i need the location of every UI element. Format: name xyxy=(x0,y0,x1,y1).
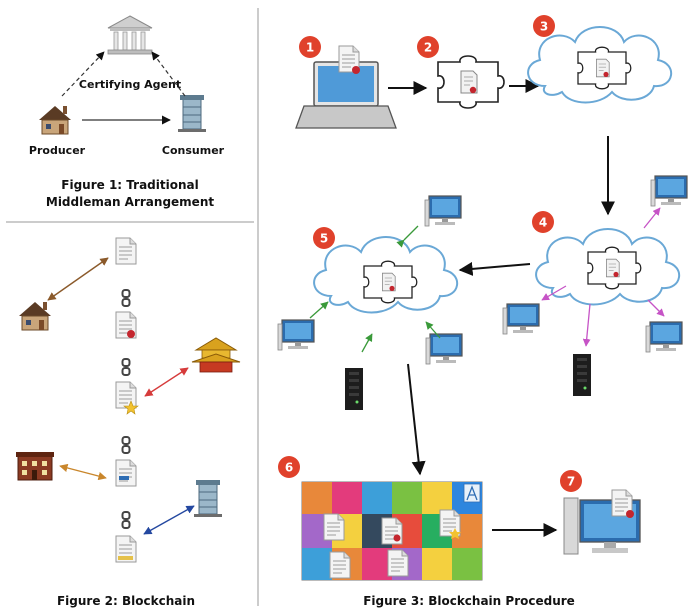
green-arrow xyxy=(396,225,419,248)
figure2-caption: Figure 2: Blockchain xyxy=(57,594,195,608)
desktop-computer-icon xyxy=(277,319,315,351)
document-icon xyxy=(115,459,137,487)
certifying-agent-label: Certifying Agent xyxy=(79,78,181,91)
chain-link-icon xyxy=(121,358,131,376)
office-building-icon xyxy=(193,479,223,518)
server-icon xyxy=(573,354,591,396)
magenta-arrow xyxy=(582,303,591,347)
figure1-traditional: Certifying Agent Producer Consumer Figur… xyxy=(29,15,225,209)
puzzle-icon xyxy=(587,246,642,290)
brown-arrow xyxy=(47,257,109,301)
puzzle-mosaic-icon xyxy=(301,481,483,581)
desktop-computer-icon xyxy=(563,489,641,555)
green-arrow xyxy=(361,333,373,353)
step-badge-6: 6 xyxy=(278,456,300,478)
magenta-arrow xyxy=(643,207,661,229)
consumer-building-icon xyxy=(177,94,207,133)
step-badge-4: 4 xyxy=(532,211,554,233)
producer-to-agent-arrow xyxy=(61,51,105,97)
svg-text:5: 5 xyxy=(320,232,328,246)
producer-house-icon xyxy=(38,105,72,135)
svg-text:4: 4 xyxy=(539,216,547,230)
svg-text:2: 2 xyxy=(424,41,432,55)
figure2-blockchain: Figure 2: Blockchain xyxy=(16,237,241,608)
svg-text:3: 3 xyxy=(540,20,548,34)
chain-link-icon xyxy=(121,511,131,529)
svg-text:1: 1 xyxy=(306,41,314,55)
step-badge-7: 7 xyxy=(560,470,582,492)
document-icon xyxy=(115,311,137,339)
producer-label: Producer xyxy=(29,144,86,157)
step4-to-step5-arrow xyxy=(458,261,531,276)
consumer-to-agent-arrow xyxy=(151,51,186,97)
svg-text:6: 6 xyxy=(285,461,293,475)
figure3-procedure: 1 2 3 4 5 6 7 Figure 3: Blockchain Proce… xyxy=(277,15,688,608)
desktop-computer-icon xyxy=(502,303,540,335)
step-badge-3: 3 xyxy=(533,15,555,37)
document-icon xyxy=(115,381,139,415)
puzzle-icon xyxy=(437,55,505,109)
orange-arrow xyxy=(59,463,107,481)
magenta-arrow xyxy=(541,285,567,301)
blue-arrow xyxy=(143,505,195,535)
green-arrow xyxy=(425,321,441,339)
step-badge-5: 5 xyxy=(313,227,335,249)
puzzle-icon xyxy=(577,46,632,90)
consumer-label: Consumer xyxy=(162,144,225,157)
chain-link-icon xyxy=(121,289,131,307)
magenta-arrow xyxy=(647,299,665,317)
desktop-computer-icon xyxy=(424,195,462,227)
document-icon xyxy=(115,237,137,265)
step-badge-1: 1 xyxy=(299,36,321,58)
document-icon xyxy=(115,535,137,563)
desktop-computer-icon xyxy=(650,175,688,207)
red-arrow xyxy=(144,367,189,397)
puzzle-icon xyxy=(363,260,418,304)
svg-text:7: 7 xyxy=(567,475,575,489)
house-icon xyxy=(18,301,52,331)
desktop-computer-icon xyxy=(425,333,463,365)
star-seal-icon xyxy=(123,400,139,415)
green-arrow xyxy=(309,301,329,319)
step-badge-2: 2 xyxy=(417,36,439,58)
figure1-caption-line2: Middleman Arrangement xyxy=(46,195,214,209)
hotel-building-icon xyxy=(16,452,54,481)
step5-to-step6-arrow xyxy=(407,363,426,476)
laptop-icon xyxy=(295,45,397,129)
desktop-computer-icon xyxy=(645,321,683,353)
bank-icon xyxy=(107,15,153,55)
server-icon xyxy=(345,368,363,410)
figure3-caption: Figure 3: Blockchain Procedure xyxy=(363,594,575,608)
pagoda-icon xyxy=(191,337,241,373)
chain-link-icon xyxy=(121,436,131,454)
figure1-caption-line1: Figure 1: Traditional xyxy=(61,178,198,192)
